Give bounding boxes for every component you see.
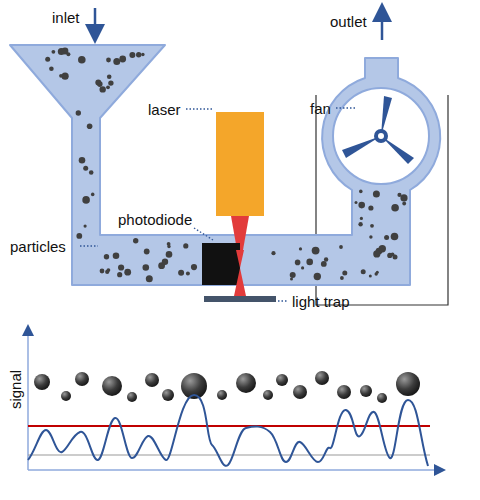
leader-lines (80, 108, 357, 301)
laser-body (216, 112, 264, 216)
fan-label: fan (310, 101, 331, 116)
outlet-label: outlet (330, 14, 367, 29)
outlet-arrow (381, 12, 384, 40)
fan-housing (333, 88, 429, 184)
light-trap-label: light trap (292, 294, 350, 309)
axis-label: signal (9, 370, 24, 409)
laser-beam (234, 250, 246, 296)
photodiode-block (202, 243, 240, 285)
inlet-arrow (94, 8, 97, 34)
light-trap (204, 296, 276, 302)
photodiode-label: photodiode (118, 212, 192, 227)
air-duct (10, 45, 440, 285)
inlet-label: inlet (52, 10, 80, 25)
signal-chart (28, 330, 440, 470)
particles-label: particles (10, 239, 66, 254)
fan-rotor (342, 96, 414, 164)
laser-label: laser (148, 102, 181, 117)
